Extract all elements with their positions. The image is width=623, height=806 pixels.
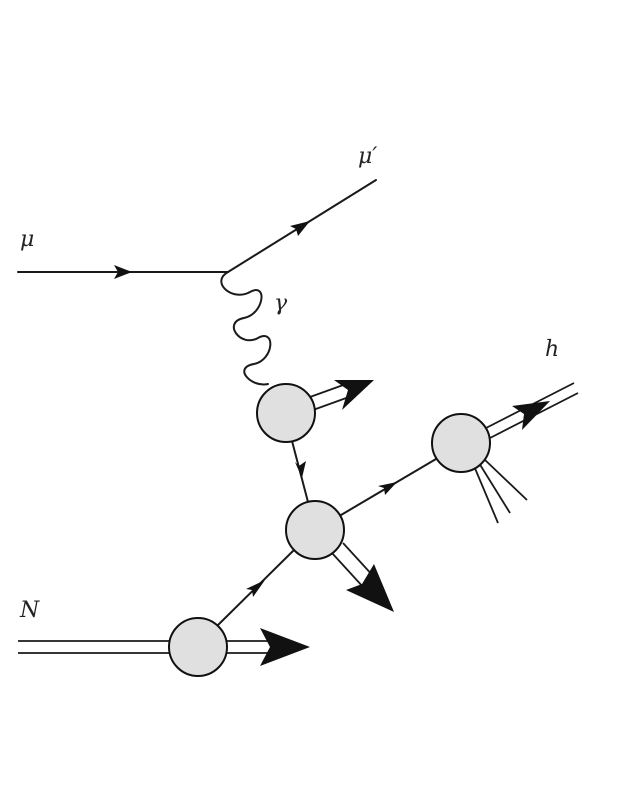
center-remnant-arrow-icon <box>346 564 394 612</box>
photon-propagator <box>220 271 272 386</box>
label-outgoing-muon: μ′ <box>358 144 377 169</box>
nucleon-to-center-line <box>217 549 295 626</box>
incoming-nucleon-line <box>18 640 172 654</box>
photon-to-center-arrow-icon <box>295 461 306 478</box>
central-blob <box>285 500 345 560</box>
hadron-line <box>485 382 579 439</box>
label-hadron: h <box>545 337 559 362</box>
nucleon-blob <box>168 617 228 677</box>
nucleon-blob-remnant <box>225 628 310 666</box>
nucleon-to-center-arrow-icon <box>246 580 265 597</box>
photon-blob <box>256 383 316 443</box>
outgoing-muon-arrow-icon <box>290 221 310 236</box>
hadron-arrow-icon <box>512 401 550 430</box>
center-to-hadron-line <box>340 458 437 516</box>
photon-blob-remnant <box>309 380 374 411</box>
nucleon-remnant-arrow-icon <box>260 628 310 666</box>
photon-to-center-line <box>291 440 309 503</box>
label-incoming-muon: μ <box>20 227 34 252</box>
outgoing-muon-line <box>227 179 377 273</box>
label-nucleon: N <box>19 598 40 623</box>
incoming-muon-line <box>17 265 229 279</box>
hadron-blob <box>431 413 491 473</box>
incoming-muon-arrow-icon <box>114 265 132 279</box>
label-photon: γ <box>274 291 288 316</box>
hadron-jet-spray <box>473 458 528 524</box>
photon-remnant-arrow-icon <box>334 380 374 410</box>
center-to-hadron-arrow-icon <box>378 482 397 495</box>
center-blob-remnant <box>331 542 394 612</box>
